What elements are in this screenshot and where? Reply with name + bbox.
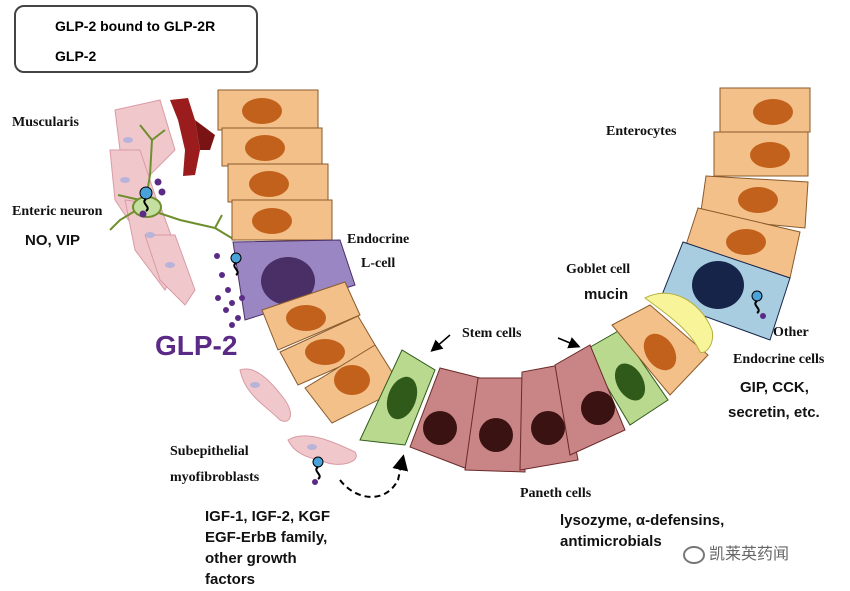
endocrine-l-cell <box>232 239 356 321</box>
label-enterocytes: Enterocytes <box>606 124 677 139</box>
receptor-lcell <box>230 252 242 276</box>
label-growth-factors-2: EGF-ErbB family, <box>205 529 328 546</box>
goblet-cell <box>644 292 714 354</box>
arrows <box>339 334 581 498</box>
left-enterocytes <box>217 89 333 241</box>
label-growth-factors-3: other growth <box>205 550 297 567</box>
label-muscularis: Muscularis <box>12 115 79 130</box>
other-endocrine-cell <box>659 241 791 341</box>
wechat-icon <box>683 545 705 564</box>
label-paneth-cells: Paneth cells <box>520 486 592 501</box>
label-no-vip: NO, VIP <box>25 232 81 249</box>
label-lysozyme: lysozyme, α-defensins, <box>560 512 725 529</box>
receptor-neuron <box>139 178 166 218</box>
label-mucin: mucin <box>584 286 629 303</box>
left-lower-enterocytes <box>261 281 403 424</box>
label-subepithelial: Subepithelial <box>170 444 249 459</box>
label-stem-cells: Stem cells <box>462 326 522 341</box>
label-enteric-neuron: Enteric neuron <box>12 204 103 219</box>
label-glp2: GLP-2 <box>155 330 238 361</box>
watermark: 凯莱英药闻 <box>683 540 789 564</box>
legend-bound-label: GLP-2 bound to GLP-2R <box>55 18 216 34</box>
legend-free-label: GLP-2 <box>55 48 97 64</box>
label-endocrine: Endocrine <box>347 232 410 247</box>
receptor-other-endocrine <box>751 290 766 319</box>
label-growth-factors-4: factors <box>205 571 256 588</box>
paneth-cells <box>409 344 626 473</box>
label-gip-cck: GIP, CCK, <box>740 379 809 396</box>
stem-cells <box>359 329 669 446</box>
label-antimicrobials: antimicrobials <box>560 533 662 550</box>
glp2-receptor-icons <box>139 178 766 485</box>
receptor-myofibroblast <box>312 456 324 485</box>
label-myofibroblasts: myofibroblasts <box>170 470 260 485</box>
label-endocrine-cells: Endocrine cells <box>733 352 825 367</box>
watermark-text: 凯莱英药闻 <box>709 544 790 563</box>
label-growth-factors-1: IGF-1, IGF-2, KGF <box>205 508 331 525</box>
blood-vessel <box>170 98 215 176</box>
label-lcell: L-cell <box>361 256 396 271</box>
legend <box>14 5 258 73</box>
myofibroblasts <box>239 368 357 465</box>
label-secretin: secretin, etc. <box>728 404 820 421</box>
label-goblet-cell: Goblet cell <box>566 262 631 277</box>
glp2-particles <box>214 253 245 328</box>
right-enterocytes <box>611 87 811 396</box>
label-other: Other <box>773 325 809 340</box>
